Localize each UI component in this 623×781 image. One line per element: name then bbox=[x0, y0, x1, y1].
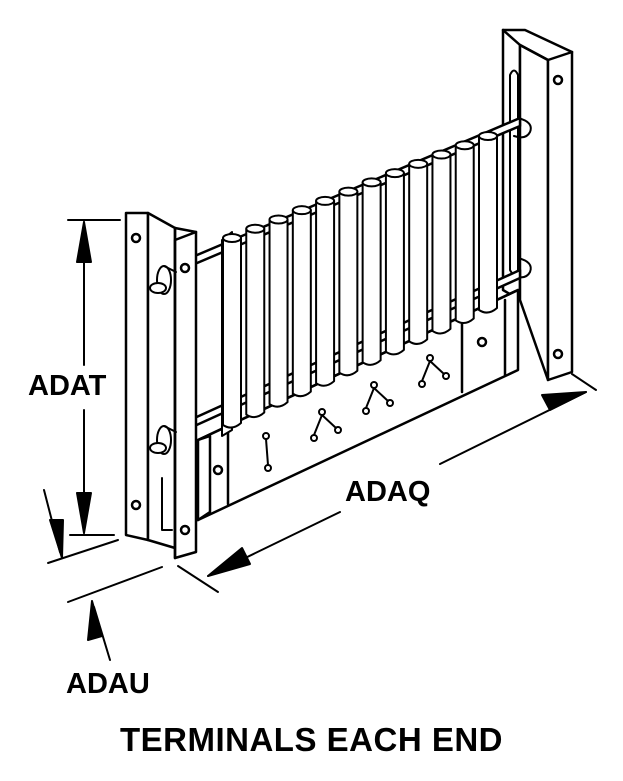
mounting-hole bbox=[130, 499, 142, 511]
cylinder-bank bbox=[221, 131, 498, 437]
cylinder-body bbox=[245, 227, 266, 419]
cylinder-cap bbox=[245, 223, 266, 234]
mounting-hole bbox=[552, 348, 564, 360]
cylinder-cap bbox=[291, 205, 312, 216]
cylinder-cap bbox=[338, 186, 359, 197]
mounting-hole bbox=[179, 262, 191, 274]
cylinder-cap bbox=[478, 131, 498, 141]
cylinder-body bbox=[478, 135, 498, 314]
dimension-offset bbox=[43, 489, 163, 661]
cylinder-body bbox=[268, 218, 289, 408]
cylinder-cap bbox=[361, 177, 382, 188]
dimension-height bbox=[67, 219, 121, 536]
cylinder-cap bbox=[384, 168, 405, 179]
figure-caption: TERMINALS EACH END bbox=[119, 721, 503, 758]
mounting-hole bbox=[130, 232, 142, 244]
cylinder-cap bbox=[431, 149, 452, 160]
dimension-length bbox=[177, 373, 597, 593]
cylinder-cap bbox=[315, 195, 336, 206]
cylinder-cap bbox=[408, 158, 429, 169]
mounting-hole bbox=[212, 464, 224, 476]
cylinder-body bbox=[454, 144, 475, 324]
cylinder-body bbox=[222, 237, 242, 429]
length-dimension-label: ADAQ bbox=[345, 476, 431, 508]
terminal-jumpers bbox=[262, 354, 450, 472]
cylinder-cap bbox=[268, 214, 289, 225]
cylinder-body bbox=[384, 172, 405, 356]
cylinder-body bbox=[361, 181, 382, 366]
cylinder-body bbox=[431, 153, 452, 335]
offset-dimension-label: ADAU bbox=[66, 668, 150, 700]
cylinder-cap bbox=[454, 140, 475, 151]
cylinder-body bbox=[338, 190, 359, 377]
terminal-stud bbox=[149, 425, 177, 455]
cylinder-body bbox=[408, 162, 429, 345]
terminal-stud bbox=[149, 265, 177, 295]
mounting-hole bbox=[179, 524, 191, 536]
mounting-hole bbox=[552, 74, 564, 86]
right-end-bracket bbox=[501, 28, 574, 382]
cylinder-body bbox=[291, 209, 312, 398]
cylinder-cap bbox=[222, 233, 242, 243]
left-end-bracket bbox=[124, 211, 198, 560]
height-dimension-label: ADAT bbox=[28, 370, 107, 402]
mounting-hole bbox=[476, 336, 488, 348]
cylinder-body bbox=[315, 199, 336, 387]
